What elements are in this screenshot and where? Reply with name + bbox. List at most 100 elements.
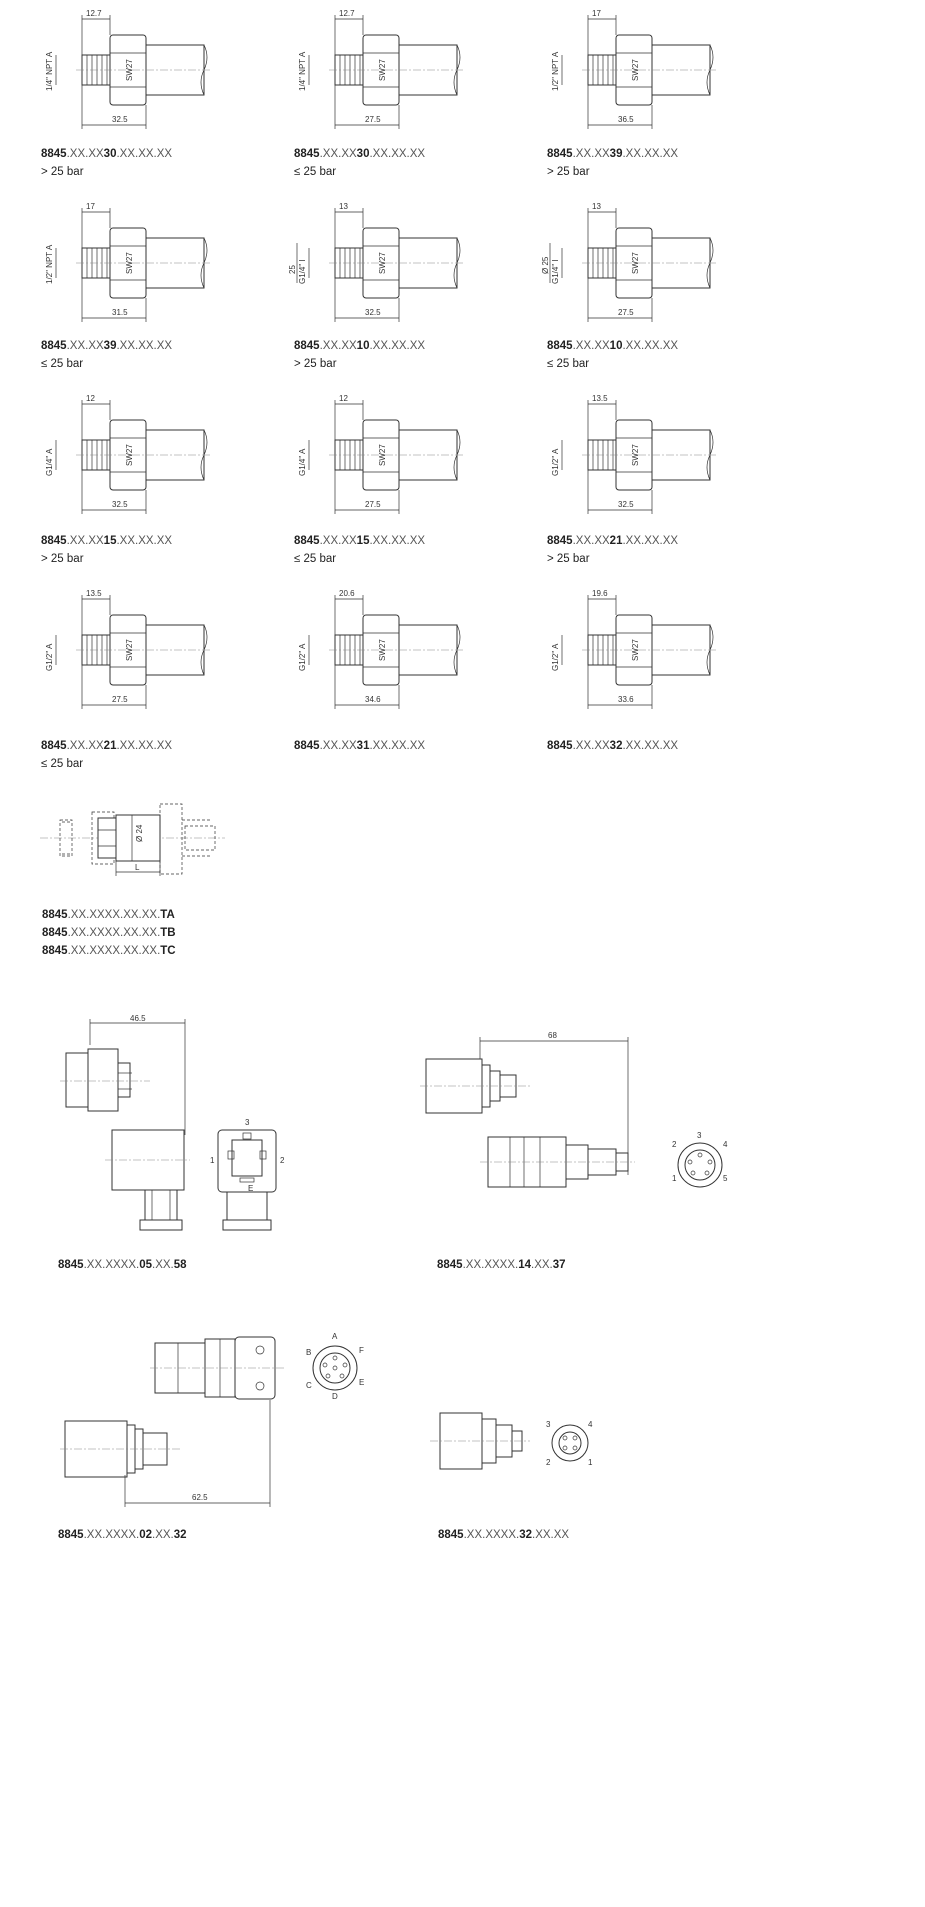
pin-1: 1 [210, 1156, 215, 1165]
sensor-code: 8845.XX.XX31.XX.XX.XX [294, 740, 426, 752]
wrench-size: SW27 [125, 444, 134, 466]
wrench-size: SW27 [378, 444, 387, 466]
dim-bottom: 27.5 [618, 308, 634, 317]
pin-a: A [332, 1332, 338, 1341]
dim-bottom: 32.5 [112, 115, 128, 124]
thread-label: G1/2" A [298, 643, 307, 671]
connector-32-code: 8845.XX.XXXX.32.XX.XX [438, 1529, 570, 1541]
dim-top: 13.5 [86, 589, 102, 598]
thread-label: 1/4" NPT A [45, 51, 54, 91]
sensor-drawing: 12.7 27.5 1/4" NPT A SW27 [293, 5, 493, 135]
thread-label: G1/4" A [298, 448, 307, 476]
pin-2: 2 [280, 1156, 285, 1165]
thread-label: 1/2" NPT A [45, 244, 54, 284]
sensor-drawing: 12.7 32.5 1/4" NPT A SW27 [40, 5, 240, 135]
thread-label: G1/4" I [551, 259, 560, 284]
sensor-code: 8845.XX.XX39.XX.XX.XX> 25 bar [547, 145, 678, 181]
dim-bottom: 34.6 [365, 695, 381, 704]
connector-14-code: 8845.XX.XXXX.14.XX.37 [437, 1259, 566, 1271]
dim-top: 13 [592, 202, 601, 211]
connector-14-drawing: 68 3 2 4 1 5 [420, 1025, 740, 1195]
pin-3: 3 [697, 1131, 702, 1140]
wrench-size: SW27 [378, 59, 387, 81]
pressure-note: > 25 bar [547, 166, 590, 178]
pressure-note: > 25 bar [41, 553, 84, 565]
code-tc: 8845.XX.XXXX.XX.XX.TC [42, 945, 176, 957]
pin-e: E [248, 1184, 253, 1193]
sensor-drawing: 12 32.5 G1/4" A SW27 [40, 390, 240, 520]
pin-2: 2 [546, 1458, 551, 1467]
sensor-code: 8845.XX.XX30.XX.XX.XX≤ 25 bar [294, 145, 425, 181]
dim-top: 12.7 [339, 9, 355, 18]
dim-62-5: 62.5 [192, 1493, 208, 1502]
connector-05-drawing: 46.5 3 1 2 E [60, 1014, 320, 1240]
dim-top: 17 [592, 9, 601, 18]
code-tb: 8845.XX.XXXX.XX.XX.TB [42, 927, 176, 939]
pin-e: E [359, 1378, 364, 1387]
sensor-code: 8845.XX.XX10.XX.XX.XX> 25 bar [294, 337, 425, 373]
pressure-note: ≤ 25 bar [294, 166, 337, 178]
dim-top: 13.5 [592, 394, 608, 403]
pin-1: 1 [588, 1458, 593, 1467]
pin-5: 5 [723, 1174, 728, 1183]
pin-1: 1 [672, 1174, 677, 1183]
wrench-size: SW27 [631, 59, 640, 81]
dim-top: 13 [339, 202, 348, 211]
diameter-label: Ø 24 [135, 824, 144, 842]
pin-4: 4 [588, 1420, 593, 1429]
pin-b: B [306, 1348, 311, 1357]
connector-02-drawing: A B F C E D 62.5 [60, 1325, 380, 1510]
dim-top: 17 [86, 202, 95, 211]
pin-3: 3 [546, 1420, 551, 1429]
sensor-drawing: 17 36.5 1/2" NPT A SW27 [546, 5, 746, 135]
code-ta: 8845.XX.XXXX.XX.XX.TA [42, 909, 175, 921]
dim-bottom: 27.5 [365, 115, 381, 124]
sensor-code: 8845.XX.XX21.XX.XX.XX≤ 25 bar [41, 737, 172, 773]
pressure-note: ≤ 25 bar [547, 358, 590, 370]
pressure-note: > 25 bar [547, 553, 590, 565]
pressure-note: ≤ 25 bar [294, 553, 337, 565]
wrench-size: SW27 [125, 59, 134, 81]
wrench-size: SW27 [631, 639, 640, 661]
pin-3: 3 [245, 1118, 250, 1127]
length-label: L [135, 863, 140, 872]
thread-label: G1/4" I [298, 259, 307, 284]
thread-label: G1/2" A [45, 643, 54, 671]
dim-bottom: 32.5 [112, 500, 128, 509]
wrench-size: SW27 [125, 252, 134, 274]
dim-bottom: 27.5 [365, 500, 381, 509]
wrench-size: SW27 [378, 252, 387, 274]
thread-label: 1/4" NPT A [298, 51, 307, 91]
dim-bottom: 36.5 [618, 115, 634, 124]
diameter-label: 25 [288, 265, 297, 274]
diameter-label: Ø 25 [541, 256, 550, 274]
sensor-code: 8845.XX.XX15.XX.XX.XX> 25 bar [41, 532, 172, 568]
pin-d: D [332, 1392, 338, 1401]
thread-label: 1/2" NPT A [551, 51, 560, 91]
pin-f: F [359, 1346, 364, 1355]
sensor-code: 8845.XX.XX32.XX.XX.XX [547, 740, 679, 752]
pressure-note: > 25 bar [41, 166, 84, 178]
dim-46-5: 46.5 [130, 1014, 146, 1023]
general-drawing: Ø 24 L [40, 790, 240, 900]
dim-top: 12.7 [86, 9, 102, 18]
thread-label: G1/4" A [45, 448, 54, 476]
sensor-code: 8845.XX.XX10.XX.XX.XX≤ 25 bar [547, 337, 678, 373]
connector-32-drawing: 3 4 2 1 [430, 1405, 630, 1495]
dim-bottom: 32.5 [618, 500, 634, 509]
sensor-drawing: 13 32.5 G1/4" I SW27 25 [288, 198, 493, 328]
wrench-size: SW27 [378, 639, 387, 661]
dim-bottom: 32.5 [365, 308, 381, 317]
dim-68: 68 [548, 1031, 557, 1040]
dim-top: 12 [86, 394, 95, 403]
wrench-size: SW27 [125, 639, 134, 661]
wrench-size: SW27 [631, 444, 640, 466]
connector-02-code: 8845.XX.XXXX.02.XX.32 [58, 1529, 187, 1541]
